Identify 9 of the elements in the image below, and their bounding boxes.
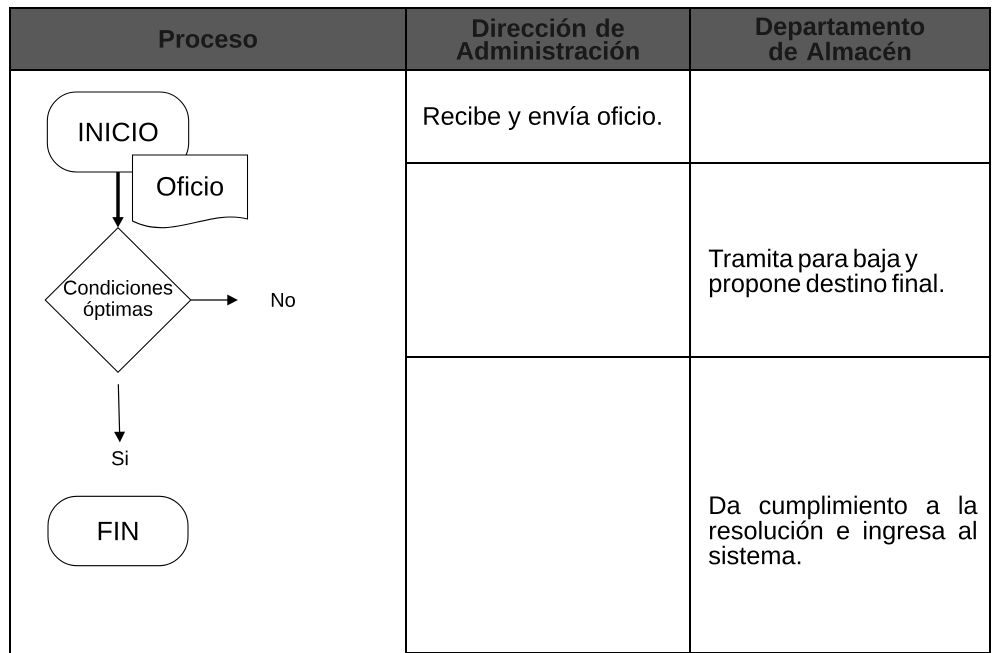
table-cell: Da cumplimiento a la resolución e ingresa al sistema. xyxy=(689,356,991,653)
header-cell: Departamento de Almacén xyxy=(689,7,991,71)
table-cell: Tramita para baja y propone destino final. xyxy=(689,162,991,358)
branch-label: No xyxy=(272,293,295,307)
header-cell: Dirección de Administración xyxy=(405,7,691,71)
table-cell: Recibe y envía oficio. xyxy=(405,69,691,164)
terminator: FIN xyxy=(47,496,189,566)
header-cell: Proceso xyxy=(9,7,407,71)
branch-label: Si xyxy=(112,450,128,466)
